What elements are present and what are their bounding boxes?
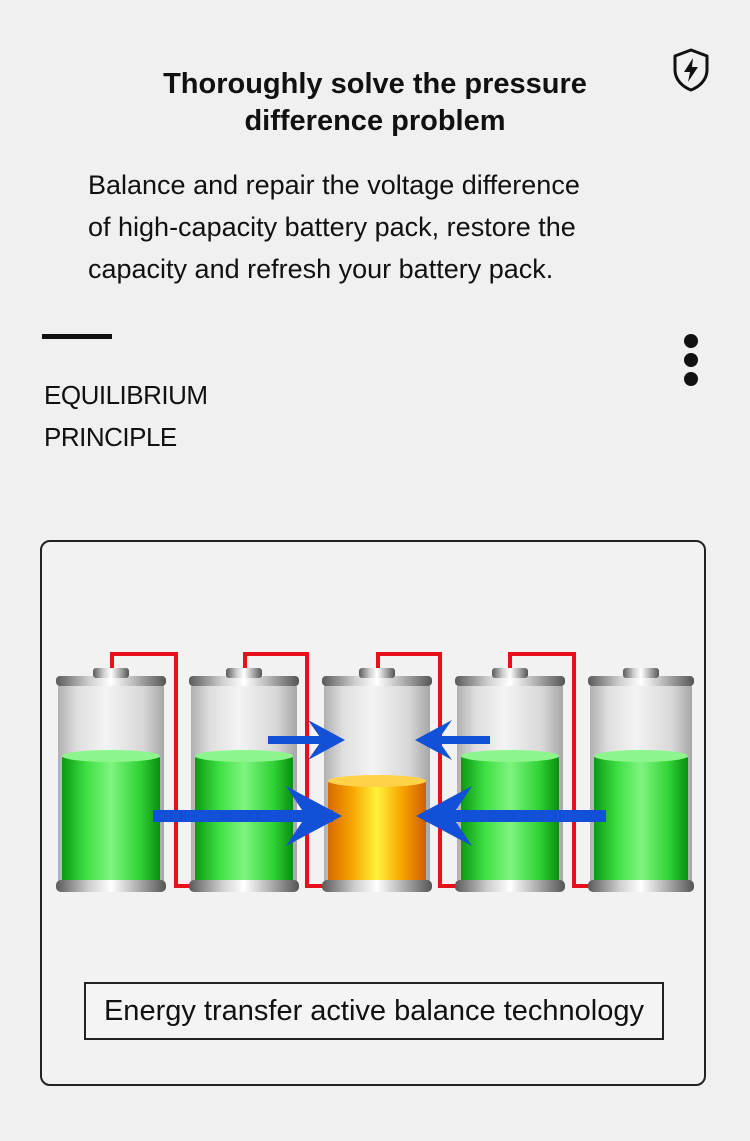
description-line-3: capacity and refresh your battery pack. [88, 254, 554, 284]
description-line-2: of high-capacity battery pack, restore t… [88, 212, 576, 242]
description: Balance and repair the voltage differenc… [88, 164, 688, 290]
section-label-line-2: PRINCIPLE [44, 422, 177, 452]
battery-5 [588, 668, 694, 892]
small-arrow-left [415, 720, 490, 760]
title-line-1: Thoroughly solve the pressure [163, 68, 587, 100]
shield-lightning-icon [673, 48, 709, 92]
battery-2 [189, 668, 299, 892]
description-line-1: Balance and repair the voltage differenc… [88, 170, 580, 200]
large-arrow-right [153, 786, 342, 846]
battery-4 [455, 668, 565, 892]
section-label-line-1: EQUILIBRIUM [44, 380, 208, 410]
small-arrow-right [268, 720, 345, 760]
title-line-2: difference problem [244, 105, 506, 137]
page-title: Thoroughly solve the pressure difference… [0, 66, 750, 140]
battery-1 [56, 668, 166, 892]
connection-wires [110, 652, 590, 888]
section-divider [42, 334, 112, 339]
large-arrow-left [416, 786, 606, 846]
illustration-caption: Energy transfer active balance technolog… [84, 982, 664, 1040]
section-label: EQUILIBRIUM PRINCIPLE [44, 374, 208, 458]
battery-balance-illustration [56, 652, 694, 892]
battery-3 [322, 668, 432, 892]
vertical-dots-icon[interactable] [684, 334, 700, 386]
